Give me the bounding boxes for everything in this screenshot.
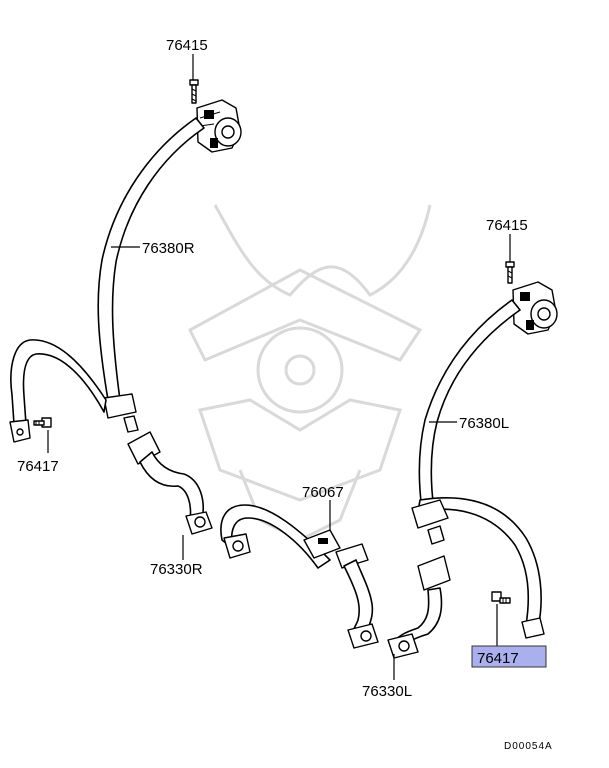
center-belt-assembly[interactable] [220, 504, 379, 649]
buckle-icon [387, 555, 451, 659]
diagram-code: D00054A [504, 741, 553, 752]
buckle-icon [127, 431, 213, 535]
belt-assembly-right[interactable] [9, 79, 242, 535]
callout-76417-right[interactable]: 76417 [17, 458, 59, 475]
highlight-box [471, 645, 547, 668]
callout-76067[interactable]: 76067 [302, 484, 344, 501]
callout-76415-left[interactable]: 76415 [486, 217, 528, 234]
callout-76380L[interactable]: 76380L [459, 415, 509, 432]
retractor-icon [196, 99, 242, 153]
callout-76415-right[interactable]: 76415 [166, 37, 208, 54]
retractor-icon [512, 281, 558, 335]
callout-76417-left[interactable]: 76417 [477, 650, 519, 667]
belt-assembly-left[interactable] [387, 261, 558, 659]
leader-lines [47, 54, 511, 680]
anchor-bolt-icon [491, 591, 511, 604]
callout-76330R[interactable]: 76330R [150, 561, 203, 578]
bolt-icon [505, 261, 515, 284]
callout-76380R[interactable]: 76380R [142, 240, 195, 257]
anchor-bolt-icon [33, 417, 52, 428]
bolt-icon [189, 79, 199, 104]
callout-76330L[interactable]: 76330L [362, 683, 412, 700]
